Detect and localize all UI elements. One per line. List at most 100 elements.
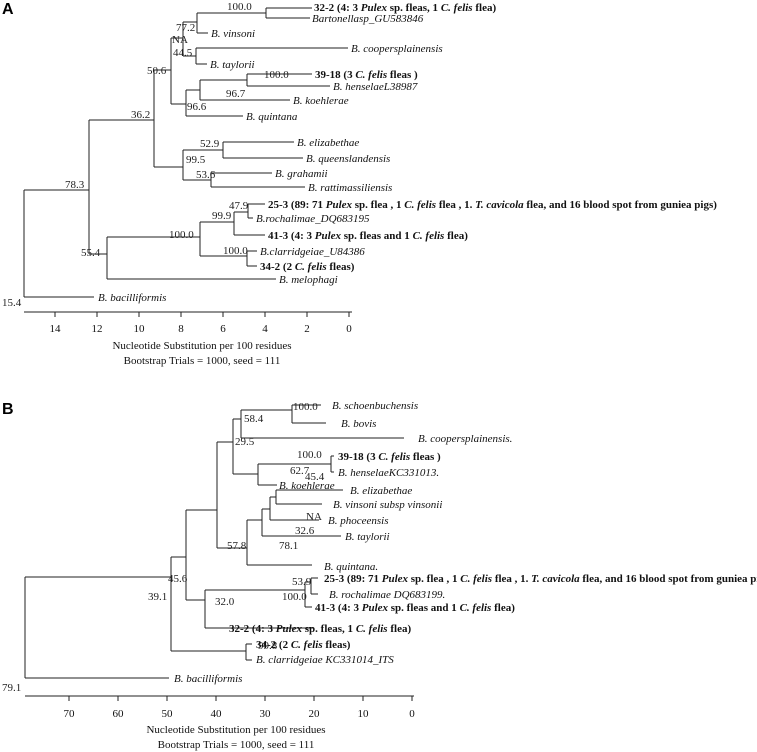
support-label: 45.4: [305, 471, 325, 483]
panel-b-tree: [24, 404, 404, 679]
panel-a-support-values: 100.0 77.2 NA 44.5 50.6 100.0 96.7 96.6 …: [2, 1, 289, 309]
panel-b: B: [2, 400, 757, 751]
leaf-label: 41-3 (4: 3 Pulex sp. fleas and 1 C. feli…: [315, 602, 515, 614]
leaf-label: 34-2 (2 C. felis fleas): [256, 639, 351, 651]
leaf-label: B. quintana.: [324, 561, 378, 573]
axis-tick-label: 40: [211, 708, 223, 720]
panel-b-axis: 70 60 50 40 30 20 10 0 Nucleotide Substi…: [25, 695, 415, 751]
support-label: 100.0: [223, 245, 248, 257]
axis-tick-label: 12: [92, 323, 103, 335]
support-label: 50.6: [147, 65, 167, 77]
support-label: 100.0: [227, 1, 252, 13]
leaf-label: B. taylorii: [345, 531, 390, 543]
leaf-label: B.rochalimae_DQ683195: [256, 213, 370, 225]
support-label: 32.6: [295, 525, 315, 537]
axis-tick-label: 10: [134, 323, 146, 335]
panel-a-tree: [23, 7, 348, 298]
leaf-label: B. bacilliformis: [98, 292, 166, 304]
support-label: 57.8: [227, 540, 247, 552]
support-label: NA: [306, 511, 322, 523]
support-label: 78.3: [65, 179, 85, 191]
leaf-label: B. grahamii: [275, 168, 328, 180]
leaf-label: B. elizabethae: [350, 485, 412, 497]
support-label: 96.6: [187, 101, 207, 113]
axis-tick-label: 60: [113, 708, 125, 720]
support-label: 99.5: [186, 154, 206, 166]
leaf-label: 41-3 (4: 3 Pulex sp. fleas and 1 C. feli…: [268, 230, 468, 242]
support-label: 47.9: [229, 200, 249, 212]
panel-a-axis: 14 12 10 8 6 4 2 0 Nucleotide Substituti…: [24, 311, 352, 367]
leaf-label: B. coopersplainensis.: [418, 433, 512, 445]
support-label: 44.5: [173, 47, 193, 59]
axis-subtitle: Bootstrap Trials = 1000, seed = 111: [124, 355, 281, 367]
axis-tick-label: 70: [64, 708, 76, 720]
axis-tick-label: 30: [260, 708, 272, 720]
support-label: 96.7: [226, 88, 246, 100]
support-label: NA: [172, 34, 188, 46]
leaf-label: B. henselaeL38987: [333, 81, 418, 93]
support-label: 77.2: [176, 22, 195, 34]
support-label: 52.9: [200, 138, 220, 150]
leaf-label: B. phoceensis: [328, 515, 388, 527]
leaf-label: B. rattimassiliensis: [308, 182, 392, 194]
support-label: 53.9: [292, 576, 312, 588]
leaf-label: B. henselaeKC331013.: [338, 467, 439, 479]
support-label: 78.1: [279, 540, 298, 552]
axis-tick-label: 0: [346, 323, 352, 335]
axis-title: Nucleotide Substitution per 100 residues: [146, 724, 325, 736]
leaf-label: B. elizabethae: [297, 137, 359, 149]
leaf-label: 32-2 (4: 3 Pulex sp. fleas, 1 C. felis f…: [314, 2, 496, 14]
leaf-label: B. schoenbuchensis: [332, 400, 418, 412]
leaf-label: B. vinsoni subsp vinsonii: [333, 499, 442, 511]
panel-b-leaves: B. schoenbuchensis B. bovis B. cooperspl…: [174, 400, 757, 685]
leaf-label: B. queenslandensis: [306, 153, 390, 165]
axis-tick-label: 8: [178, 323, 184, 335]
support-label: 58.4: [244, 413, 264, 425]
leaf-label: B. koehlerae: [293, 95, 349, 107]
leaf-label: 34-2 (2 C. felis fleas): [260, 261, 355, 273]
panel-a-label: A: [2, 1, 14, 18]
axis-tick-label: 20: [309, 708, 321, 720]
leaf-label: B. rochalimae DQ683199.: [329, 589, 445, 601]
support-label: 29.5: [235, 436, 255, 448]
leaf-label: B. clarridgeiae KC331014_ITS: [256, 654, 394, 666]
panel-a-leaves: 32-2 (4: 3 Pulex sp. fleas, 1 C. felis f…: [98, 2, 717, 304]
leaf-label: 25-3 (89: 71 Pulex sp. flea , 1 C. felis…: [268, 199, 717, 211]
support-label: 45.6: [168, 573, 188, 585]
leaf-label: B. quintana: [246, 111, 298, 123]
leaf-label: B. coopersplainensis: [351, 43, 443, 55]
support-label: 62.7: [290, 465, 310, 477]
leaf-label: 39-18 (3 C. felis fleas ): [338, 451, 441, 463]
leaf-label: B. bacilliformis: [174, 673, 242, 685]
support-label: 36.2: [131, 109, 150, 121]
support-label: 15.4: [2, 297, 22, 309]
support-label: 79.1: [2, 682, 21, 694]
leaf-label: B. koehlerae: [279, 480, 335, 492]
support-label: 100.0: [293, 401, 318, 413]
support-label: 99.9: [212, 210, 232, 222]
support-label: 55.4: [81, 247, 101, 259]
support-label: 100.0: [282, 591, 307, 603]
panel-b-support-values: 100.0 58.4 29.5 100.0 62.7 45.4 NA 32.6 …: [2, 401, 325, 694]
support-label: 53.6: [196, 169, 216, 181]
leaf-label: B. bovis: [341, 418, 376, 430]
panel-b-label: B: [2, 401, 14, 418]
axis-tick-label: 14: [50, 323, 62, 335]
leaf-label: 32-2 (4: 3 Pulex sp. fleas, 1 C. felis f…: [229, 623, 411, 635]
axis-tick-label: 4: [262, 323, 268, 335]
support-label: 100.0: [169, 229, 194, 241]
leaf-label: B. taylorii: [210, 59, 255, 71]
axis-tick-label: 10: [358, 708, 370, 720]
axis-tick-label: 0: [409, 708, 415, 720]
leaf-label: 25-3 (89: 71 Pulex sp. flea , 1 C. felis…: [324, 573, 757, 585]
leaf-label: B. vinsoni: [211, 28, 255, 40]
axis-tick-label: 2: [304, 323, 310, 335]
support-label: 32.0: [215, 596, 235, 608]
leaf-label: 39-18 (3 C. felis fleas ): [315, 69, 418, 81]
axis-tick-label: 6: [220, 323, 226, 335]
panel-a: A: [2, 1, 717, 367]
axis-tick-label: 50: [162, 708, 174, 720]
support-label: 99.8: [258, 640, 278, 652]
leaf-label: Bartonellasp_GU583846: [312, 13, 424, 25]
